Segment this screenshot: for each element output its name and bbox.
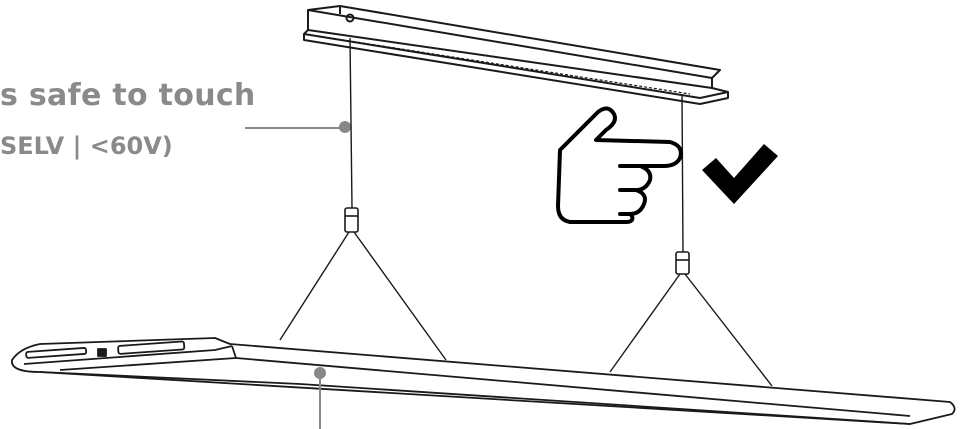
voltage-spec-label: SELV | <60V) (0, 132, 173, 160)
label-leader (245, 121, 351, 133)
panel-leader (314, 367, 326, 429)
ceiling-canopy (303, 5, 729, 105)
suspension-cables (349, 37, 684, 253)
luminaire-panel (11, 337, 956, 425)
cable-grippers (344, 207, 690, 275)
y-split-wires (279, 231, 773, 387)
checkmark-icon (702, 144, 778, 204)
safe-to-touch-label: s safe to touch (0, 78, 256, 113)
pointing-hand-icon (556, 106, 683, 224)
